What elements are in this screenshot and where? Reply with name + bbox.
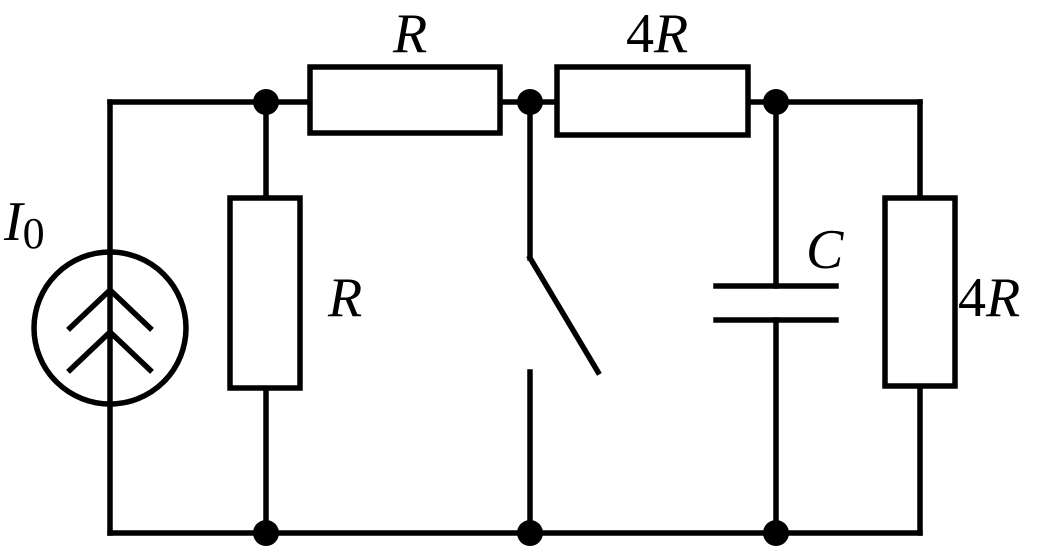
label-top-right-resistor-coef: 4 [626,3,654,65]
node-bottom-3 [763,520,789,546]
capacitor [713,283,839,323]
label-right-shunt-resistor: 4R [958,267,1020,329]
label-right-shunt-resistor-symbol: R [985,267,1020,329]
resistor-left-shunt [227,195,303,391]
label-source: I0 [3,191,45,258]
label-top-right-resistor-symbol: R [653,3,688,65]
node-top-2 [517,89,543,115]
resistor-top-left [307,64,503,136]
resistor-top-right [554,64,751,138]
node-top-3 [763,89,789,115]
node-top-1 [253,89,279,115]
junction-nodes [253,89,789,546]
label-right-shunt-resistor-coef: 4 [958,267,986,329]
label-top-left-resistor: R [392,3,427,65]
switch-blade [526,254,602,376]
label-left-shunt-resistor: R [327,267,362,329]
label-capacitor: C [806,219,844,281]
node-bottom-2 [517,520,543,546]
current-source [31,249,189,407]
label-source-symbol: I [3,191,25,253]
resistor-right-shunt [882,195,958,389]
current-source-chevron-upper [66,286,154,332]
label-source-subscript: 0 [23,209,45,258]
node-bottom-1 [253,520,279,546]
current-source-chevron-lower [66,328,154,374]
label-top-right-resistor: 4R [626,3,688,65]
